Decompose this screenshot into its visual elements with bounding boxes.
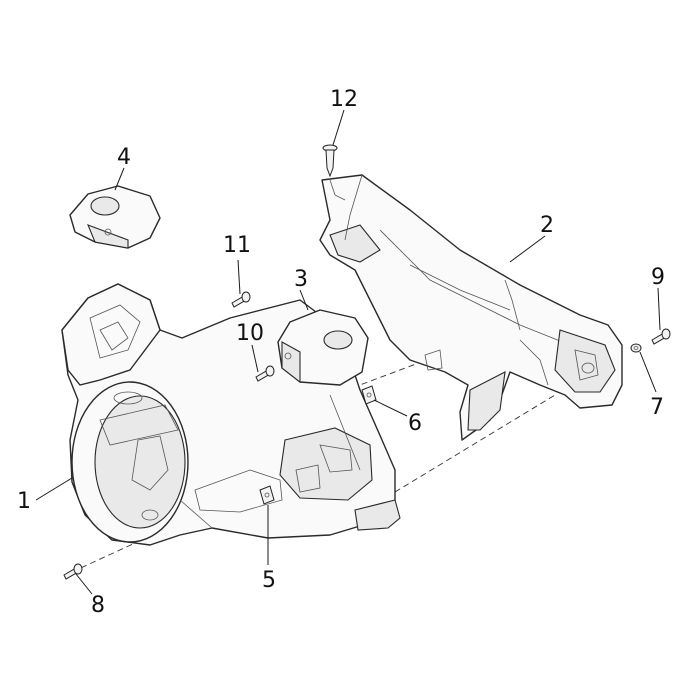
callout-labels: 1 2 3 4 5 6 7 8 9 10 11 12 xyxy=(17,87,665,618)
callout-3: 3 xyxy=(294,267,308,292)
clip-nut-part-5 xyxy=(259,485,275,505)
cover-cap-part-3 xyxy=(277,309,369,386)
callout-6: 6 xyxy=(408,411,422,436)
callout-7: 7 xyxy=(650,395,664,420)
callout-4: 4 xyxy=(117,145,131,170)
callout-11: 11 xyxy=(223,233,251,258)
handlebar-rear-cover-part xyxy=(319,174,623,441)
screw-part-9 xyxy=(651,328,671,345)
cover-cap-part-4 xyxy=(69,185,161,249)
callout-1: 1 xyxy=(17,489,31,514)
screw-part-8 xyxy=(63,563,83,580)
leader-lines xyxy=(35,109,661,595)
clip-nut-part-6 xyxy=(361,385,377,405)
callout-9: 9 xyxy=(651,265,665,290)
handlebar-front-cover-part xyxy=(61,283,401,546)
screw-part-12 xyxy=(322,144,338,178)
callout-8: 8 xyxy=(91,593,105,618)
callout-10: 10 xyxy=(236,321,264,346)
screw-part-10 xyxy=(255,365,275,382)
washer-part-7 xyxy=(630,343,642,353)
callout-2: 2 xyxy=(540,213,554,238)
screw-part-11 xyxy=(231,291,251,308)
callout-12: 12 xyxy=(330,87,358,112)
callout-5: 5 xyxy=(262,568,276,593)
